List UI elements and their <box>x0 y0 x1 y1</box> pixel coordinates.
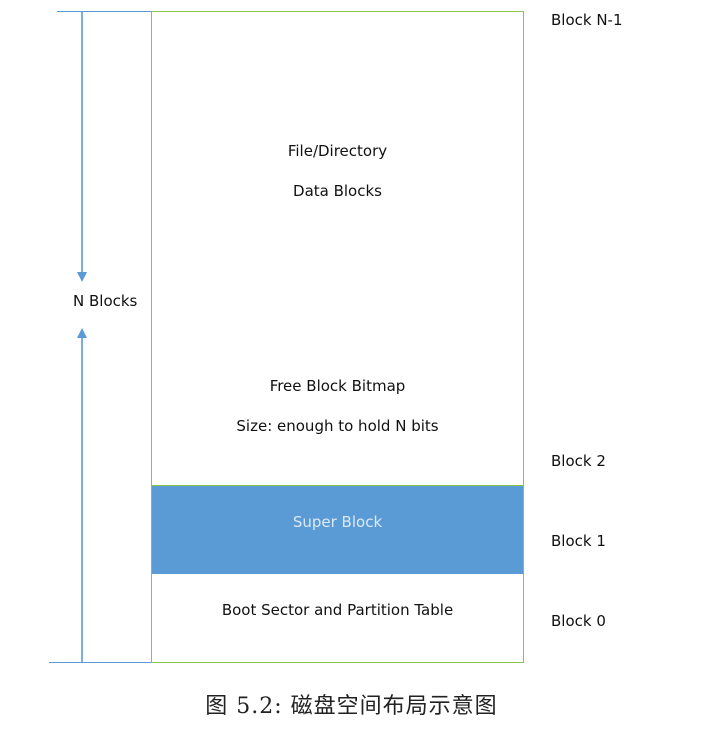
super-block-region: Super Block <box>151 485 524 575</box>
span-arrow-up-head <box>77 328 87 338</box>
boot-sector-title: Boot Sector and Partition Table <box>221 601 454 619</box>
super-block-title: Super Block <box>292 513 383 531</box>
block-label-2: Block 2 <box>551 452 606 470</box>
top-boundary-line <box>57 11 151 12</box>
figure-caption: 图 5.2: 磁盘空间布局示意图 <box>205 694 498 719</box>
bottom-boundary-line <box>49 662 151 663</box>
boot-sector-region: Boot Sector and Partition Table <box>151 574 524 663</box>
data-blocks-title: File/Directory <box>287 142 388 160</box>
block-label-0: Block 0 <box>551 612 606 630</box>
free-block-bitmap-size: Size: enough to hold N bits <box>236 417 439 435</box>
data-blocks-region: File/Directory Data Blocks <box>151 11 524 344</box>
n-blocks-label: N Blocks <box>73 292 138 310</box>
data-blocks-subtitle: Data Blocks <box>293 182 382 200</box>
block-label-n-minus-1: Block N-1 <box>551 11 623 29</box>
n-blocks-span-arrow <box>77 11 87 662</box>
free-block-bitmap-title: Free Block Bitmap <box>269 377 406 395</box>
block-label-1: Block 1 <box>551 532 606 550</box>
free-block-bitmap-region: Free Block Bitmap Size: enough to hold N… <box>151 342 524 486</box>
span-arrow-down-head <box>77 272 87 282</box>
